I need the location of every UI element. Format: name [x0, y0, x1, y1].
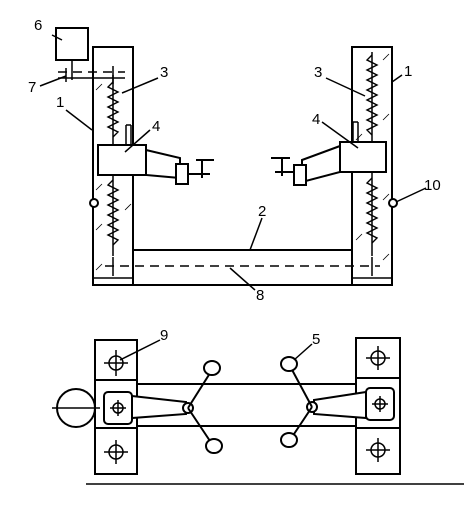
label-4-right: 4 [312, 111, 320, 128]
label-9: 9 [160, 327, 168, 344]
frame-front-view [92, 46, 393, 286]
right-slider-top-view [365, 387, 395, 421]
label-2: 2 [258, 203, 266, 220]
left-knob-upper [203, 360, 221, 376]
left-slider [97, 144, 147, 176]
mount-bolts [104, 346, 390, 464]
right-knob-lower [280, 432, 298, 448]
left-carriage [97, 124, 214, 185]
motor-box [55, 27, 89, 61]
right-knob-upper [280, 356, 298, 372]
label-3-right: 3 [314, 64, 322, 81]
leader-lines-bottom [119, 339, 313, 361]
label-7: 7 [28, 79, 36, 96]
motor-circle [52, 388, 100, 428]
label-4-left: 4 [152, 118, 160, 135]
label-8: 8 [256, 287, 264, 304]
left-knob-lower [205, 438, 223, 454]
label-6: 6 [34, 17, 42, 34]
left-arm-top-view [131, 360, 223, 454]
label-1-right: 1 [404, 63, 412, 80]
motor-assembly [55, 27, 125, 84]
leader-lines-top [39, 34, 427, 291]
label-3-left: 3 [160, 64, 168, 81]
left-arm [145, 148, 181, 180]
left-plate-bottom [94, 427, 138, 475]
left-foot [92, 277, 134, 286]
label-10: 10 [424, 177, 441, 194]
part-labels: 6 7 1 3 4 3 4 1 10 2 8 9 5 [28, 17, 441, 348]
bolt-icon [104, 350, 128, 376]
bolt-icon [104, 440, 128, 464]
right-arm [301, 144, 341, 184]
right-carriage [271, 121, 387, 186]
bolt-icon [366, 438, 390, 462]
right-foot [351, 277, 393, 286]
bolt-icon [366, 346, 390, 370]
right-plate-bottom [355, 427, 401, 475]
column-hatching [95, 53, 390, 271]
right-slider [339, 141, 387, 173]
left-slider-top-view [103, 391, 133, 425]
label-1-left: 1 [56, 94, 64, 111]
right-limit-switch [388, 198, 398, 208]
label-5: 5 [312, 331, 320, 348]
right-arm-top-view [280, 356, 367, 448]
left-limit-switch [89, 198, 99, 208]
